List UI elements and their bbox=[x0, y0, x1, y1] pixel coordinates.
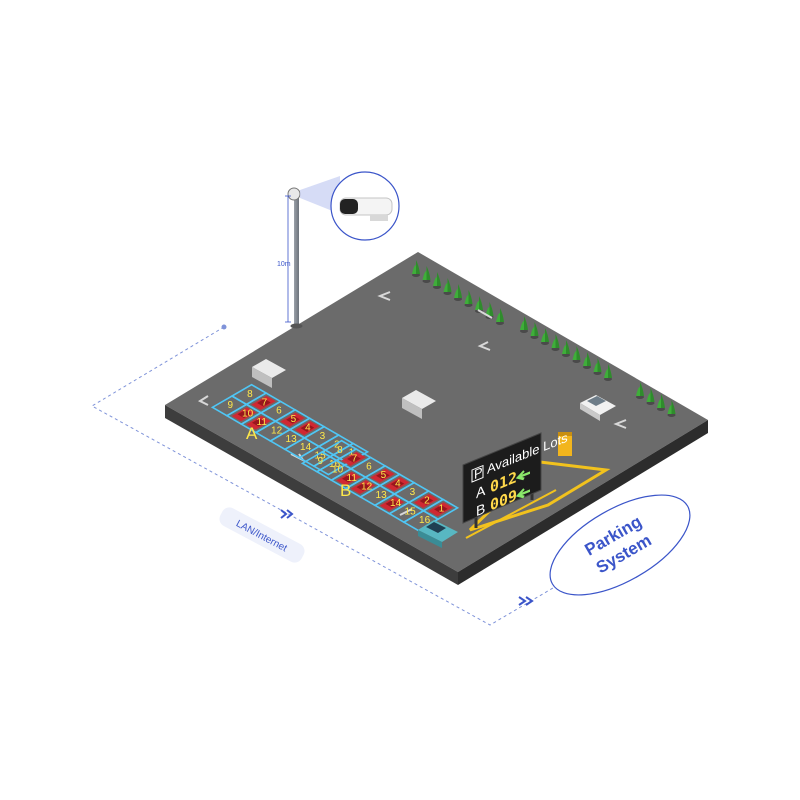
white-van bbox=[252, 359, 286, 388]
camera-height-label: 10m bbox=[277, 261, 291, 268]
lot-number: 10 bbox=[242, 409, 254, 420]
lot-number: 8 bbox=[337, 445, 343, 456]
tree-icon bbox=[541, 328, 549, 345]
road-arrow-icon bbox=[197, 395, 209, 406]
lot-number: 1 bbox=[349, 448, 355, 459]
lot-number: 12 bbox=[271, 425, 283, 436]
lot-number: 12 bbox=[361, 481, 373, 492]
lot-number: 1 bbox=[439, 504, 445, 515]
camera-pole: 10m bbox=[277, 171, 400, 329]
lot-number: 10 bbox=[332, 465, 344, 476]
lot-number: 3 bbox=[410, 487, 416, 498]
parking-p-icon bbox=[471, 464, 484, 483]
road-arrow-icon bbox=[399, 508, 413, 516]
lot-number: 11 bbox=[347, 473, 358, 484]
lot-number: 4 bbox=[305, 423, 311, 434]
lot-number: 15 bbox=[405, 507, 417, 518]
tree-icon bbox=[646, 388, 655, 405]
zone-b-label: B bbox=[340, 481, 351, 500]
lot-number: 9 bbox=[318, 456, 324, 467]
lot-number: 7 bbox=[352, 453, 358, 464]
tree-icon bbox=[562, 340, 570, 357]
lot-number: 15 bbox=[315, 451, 327, 462]
left-arrow-icon bbox=[515, 488, 530, 499]
lot-number: 5 bbox=[381, 470, 387, 481]
tree-icon bbox=[464, 290, 473, 307]
lot-number: 9 bbox=[228, 400, 234, 411]
tree-icon bbox=[657, 394, 665, 411]
left-arrow-icon bbox=[515, 470, 530, 481]
parking-symbol: P bbox=[474, 464, 483, 482]
tree-icon bbox=[443, 278, 452, 295]
lot-number: 3 bbox=[320, 431, 326, 442]
tree-icon bbox=[604, 364, 612, 381]
tree-icon bbox=[433, 272, 441, 289]
lot-number: 16 bbox=[329, 459, 341, 470]
camera-head-icon bbox=[287, 187, 301, 201]
lot-number: 7 bbox=[262, 397, 268, 408]
network-label-pill: LAN/Internet bbox=[219, 507, 305, 563]
lot-number: 2 bbox=[424, 495, 430, 506]
lot-number: 5 bbox=[291, 414, 297, 425]
lot-number: 14 bbox=[390, 498, 402, 509]
lot-number: 8 bbox=[247, 389, 253, 400]
road-arrow-icon bbox=[477, 341, 491, 351]
tree-icon bbox=[572, 346, 581, 363]
lot-number: 13 bbox=[376, 490, 388, 501]
lot-number: 2 bbox=[334, 439, 340, 450]
tree-icon bbox=[520, 316, 528, 333]
tree-icon bbox=[636, 382, 644, 399]
lot-number: 14 bbox=[300, 442, 312, 453]
tree-row bbox=[412, 260, 676, 417]
parking-lot: 16 bbox=[402, 509, 440, 532]
tree-icon bbox=[422, 266, 431, 283]
sign-zone-a: A bbox=[476, 483, 486, 502]
lot-number: 11 bbox=[257, 417, 268, 428]
road-arrow-icon bbox=[377, 291, 391, 301]
tree-icon bbox=[583, 352, 591, 369]
sign-zone-b: B bbox=[476, 501, 485, 520]
network-node-dot bbox=[221, 324, 227, 330]
data-flow-chevron-icon bbox=[518, 596, 534, 606]
tree-icon bbox=[412, 260, 420, 277]
tree-icon bbox=[667, 400, 676, 417]
zone-a-label: A bbox=[246, 424, 258, 443]
data-flow-chevron-icon bbox=[280, 509, 294, 519]
parking-system-node: Parking System bbox=[549, 494, 691, 596]
white-car bbox=[580, 395, 616, 421]
lot-number: 6 bbox=[276, 406, 282, 417]
tree-icon bbox=[530, 322, 539, 339]
lot-number: 4 bbox=[395, 479, 401, 490]
lot-number: 6 bbox=[366, 462, 372, 473]
camera-view-cone bbox=[300, 176, 340, 214]
teal-car bbox=[418, 520, 458, 548]
lot-number: 13 bbox=[286, 434, 298, 445]
tree-icon bbox=[593, 358, 602, 375]
bullet-camera-icon bbox=[339, 197, 393, 221]
tree-icon bbox=[551, 334, 560, 351]
tree-icon bbox=[496, 308, 504, 325]
road-arrow-icon bbox=[613, 419, 627, 429]
white-van bbox=[402, 390, 436, 419]
road-arrow-icon bbox=[477, 309, 493, 319]
lot-number: 16 bbox=[419, 515, 431, 526]
tree-icon bbox=[454, 284, 462, 301]
